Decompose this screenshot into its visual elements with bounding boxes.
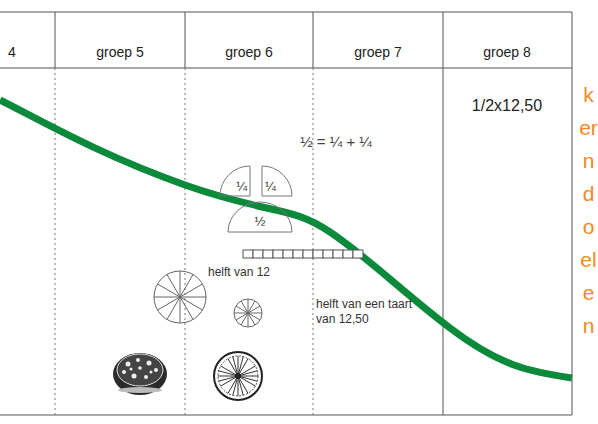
column-divider: [55, 68, 313, 415]
column-header: 4: [8, 44, 38, 62]
learning-curve: [0, 100, 572, 378]
piece-outline-path: [220, 166, 250, 196]
column-header: groep 6: [199, 44, 299, 62]
bar-of-twelve: [243, 250, 363, 258]
frame: [0, 12, 572, 415]
fraction-text: ¼: [265, 180, 276, 194]
side-title: kerndoelen: [578, 78, 598, 342]
picture-caption: helft van 12: [208, 265, 298, 280]
formula-note: 1/2x12,50: [452, 96, 562, 116]
fraction-text: ¼: [236, 180, 247, 194]
column-header: groep 8: [457, 44, 557, 62]
fraction-piece: ¼: [220, 166, 250, 196]
fraction-piece: ½: [228, 202, 292, 232]
fraction-sum: ½ = ¼ + ¼: [268, 133, 404, 152]
column-header: groep 5: [70, 44, 170, 62]
column-header: groep 7: [328, 44, 428, 62]
picture-caption: helft van een taart van 12,50: [316, 297, 416, 327]
piece-outline-path: [262, 166, 292, 196]
cake-picture: [113, 353, 167, 395]
piece-outline-path: [228, 202, 292, 232]
fraction-text: ½: [255, 215, 266, 229]
fraction-piece: ¼: [262, 166, 292, 196]
small-wheel-symbol: [234, 299, 262, 327]
cake-top-picture: [214, 352, 262, 400]
wheel-symbol: [154, 271, 206, 323]
